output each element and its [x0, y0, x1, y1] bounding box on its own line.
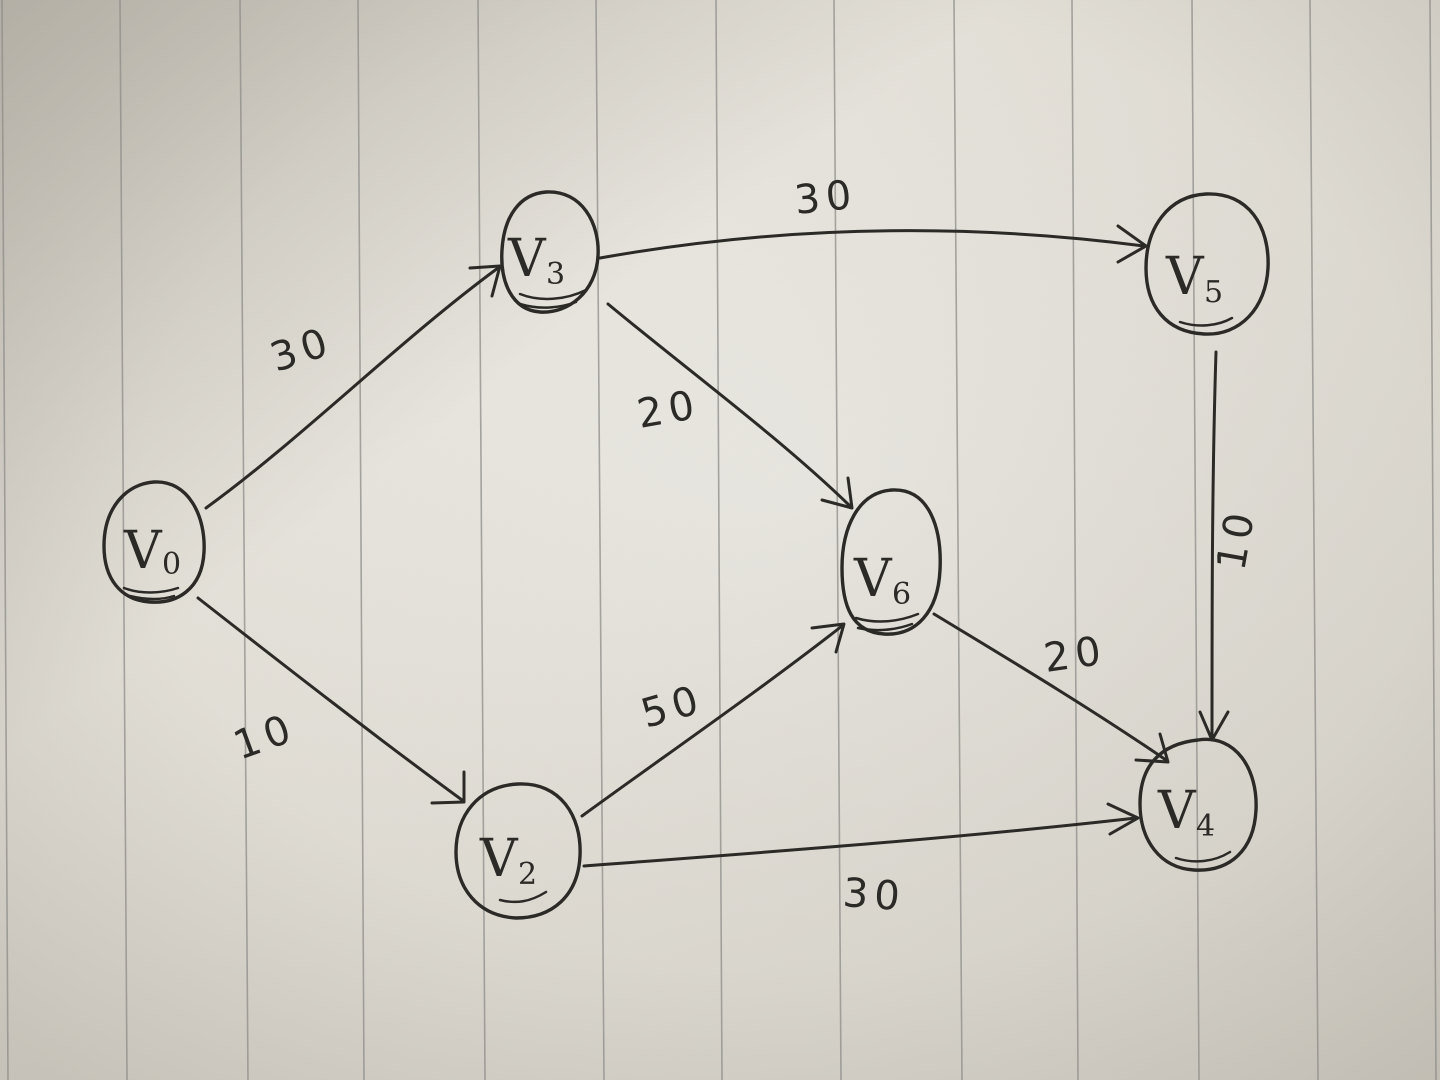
node-v0-letter: V	[123, 521, 163, 581]
node-v6-letter: V	[853, 549, 893, 609]
edge-weight-v2-v4: 30	[841, 870, 907, 920]
node-v4-index: 4	[1196, 809, 1215, 844]
ruled-line	[239, 0, 249, 1080]
node-v0: V 0	[102, 480, 206, 604]
node-v2-letter: V	[479, 829, 519, 889]
node-v2-circle	[454, 782, 582, 920]
ruled-line	[1, 0, 9, 1080]
node-v4-underline	[1174, 850, 1232, 863]
node-v2-index: 2	[518, 857, 537, 892]
edge-v3-v6: 20	[606, 302, 854, 510]
ruled-line	[833, 0, 842, 1080]
node-v3-underline-2	[518, 300, 578, 309]
ruled-line	[1071, 0, 1079, 1080]
ruled-line	[595, 0, 605, 1080]
node-v4-letter: V	[1157, 781, 1197, 841]
node-v0-underline-2	[128, 594, 176, 601]
node-v6-index: 6	[892, 577, 911, 612]
edge-v5-v4: 10	[1198, 350, 1265, 742]
node-v6: V 6	[840, 488, 942, 636]
node-v5-underline	[1178, 316, 1234, 327]
edge-v3-v5: 30	[598, 172, 1148, 264]
node-v5-circle	[1144, 192, 1270, 336]
node-v0-underline	[122, 586, 180, 594]
node-v6-circle	[840, 488, 942, 636]
node-v4-circle	[1138, 737, 1258, 872]
node-v2-underline	[498, 890, 548, 904]
node-v3: V 3	[500, 190, 600, 314]
edge-weight-v3-v5: 30	[792, 172, 859, 224]
node-v4: V 4	[1138, 737, 1258, 872]
edge-weight-v6-v4: 20	[1041, 628, 1110, 682]
node-v0-index: 0	[162, 547, 181, 582]
edge-weight-v5-v4: 10	[1209, 504, 1265, 574]
node-v6-underline	[854, 612, 920, 623]
edge-v6-v4: 20	[932, 612, 1170, 764]
edge-v2-v4: 30	[582, 802, 1140, 920]
node-v3-underline	[518, 288, 588, 301]
ruled-line	[1309, 0, 1319, 1080]
nodes-layer: V 0 V 3 V 2 V 6 V 5	[102, 190, 1270, 920]
node-v5: V 5	[1144, 192, 1270, 336]
ruled-line	[477, 0, 486, 1080]
edge-weight-v3-v6: 20	[634, 382, 704, 438]
node-v5-letter: V	[1165, 247, 1205, 307]
ruled-line	[1191, 0, 1200, 1080]
node-v3-letter: V	[507, 229, 547, 289]
ruled-line	[357, 0, 365, 1080]
node-v0-circle	[102, 480, 206, 604]
node-v6-underline-2	[856, 622, 914, 632]
node-v3-index: 3	[546, 257, 565, 292]
node-v2: V 2	[454, 782, 582, 920]
node-v5-index: 5	[1204, 275, 1223, 310]
ruled-line	[1429, 0, 1437, 1080]
node-v3-circle	[500, 190, 600, 314]
ruled-line	[953, 0, 963, 1080]
ruled-line	[119, 0, 128, 1080]
ruled-line	[715, 0, 723, 1080]
